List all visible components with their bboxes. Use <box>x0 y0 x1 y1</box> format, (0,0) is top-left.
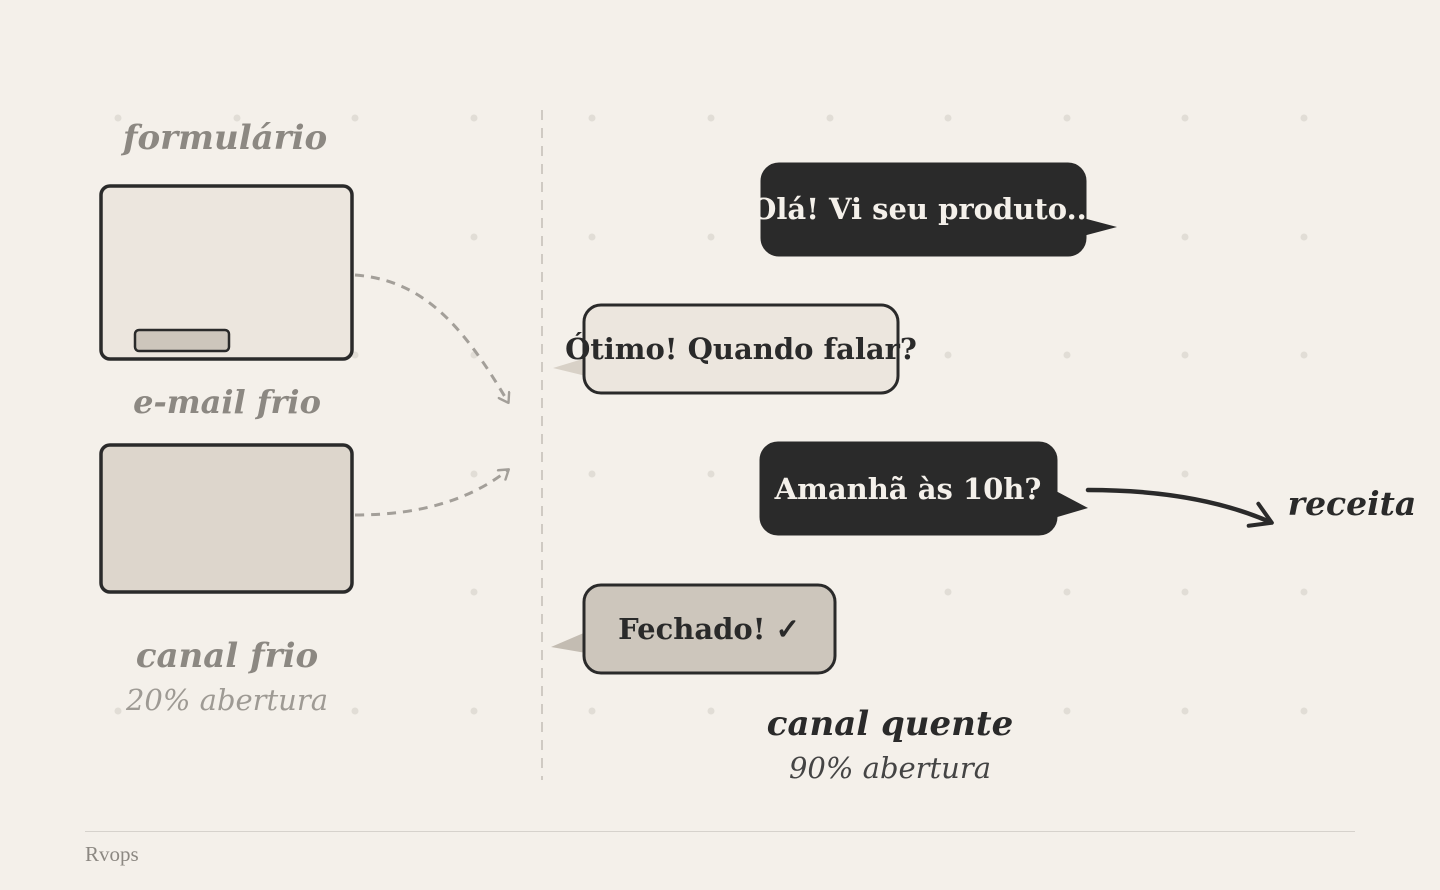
hot-channel-title: canal quente <box>766 704 1014 744</box>
cold-channel-title: canal frio <box>135 636 319 676</box>
email-to-center-arrow <box>354 470 508 517</box>
footer-divider <box>85 831 1355 832</box>
chat-bubble-3 <box>759 441 1088 536</box>
revenue-label: receita <box>1287 484 1417 523</box>
chat-message-3: Amanhã às 10h? <box>774 472 1042 506</box>
chat-message-2: Ótimo! Quando falar? <box>565 332 917 366</box>
email-box <box>99 443 354 594</box>
chat-bubble-2 <box>553 303 900 395</box>
form-to-center-arrow <box>354 273 508 402</box>
chat-bubble-1 <box>760 162 1117 257</box>
form-submit-button-shape <box>133 328 231 353</box>
chat-message-4: Fechado! ✓ <box>618 612 800 646</box>
cold-channel-open-rate: 20% abertura <box>125 683 329 717</box>
hot-channel-open-rate: 90% abertura <box>788 751 992 785</box>
chat-bubble-4 <box>551 583 837 675</box>
chat-message-1: Olá! Vi seu produto... <box>751 192 1097 226</box>
form-label: formulário <box>122 118 328 158</box>
email-label: e-mail frio <box>133 383 321 421</box>
revenue-arrow <box>1085 487 1274 528</box>
dot-grid <box>114 114 1308 715</box>
brand-name: Rvops <box>85 842 139 866</box>
form-box <box>99 184 354 361</box>
